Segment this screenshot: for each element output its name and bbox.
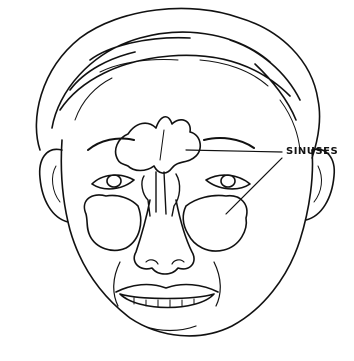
left-eyebrow (88, 138, 134, 150)
mouth-upper-lip (116, 285, 218, 292)
frontal-sinus (116, 117, 201, 173)
nose (134, 200, 194, 274)
left-ear-inner (53, 166, 60, 202)
left-ear (40, 149, 68, 222)
right-maxillary-sinus (183, 195, 247, 251)
right-ear (306, 149, 334, 220)
hair-strands (75, 60, 300, 151)
leader-line-frontal (186, 150, 282, 152)
nostrils (146, 260, 184, 264)
sinuses-label: SINUSES (286, 146, 338, 157)
right-ear-inner (314, 166, 321, 202)
right-iris (221, 175, 235, 187)
hair (36, 8, 319, 158)
cheek-folds (114, 262, 221, 306)
left-iris (107, 175, 121, 187)
frontal-sinus-septum (160, 130, 164, 160)
left-maxillary-sinus (84, 195, 140, 250)
leader-line-maxillary (226, 158, 282, 214)
right-eyebrow (204, 138, 254, 148)
